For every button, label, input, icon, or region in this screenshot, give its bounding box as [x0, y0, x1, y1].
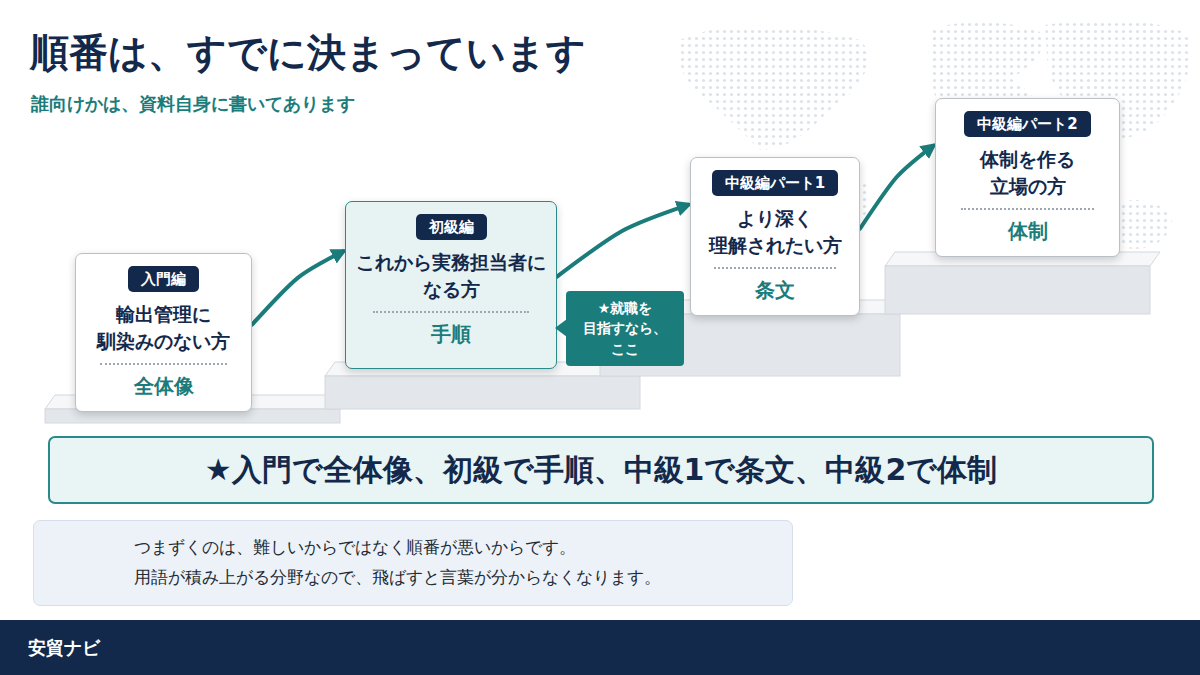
- node-text: ★入門で全体像、初級で手順、中級1で条文、中級2で体制: [205, 450, 998, 491]
- focus-keyword: 全体像: [134, 373, 194, 399]
- node-text: つまずくのは、難しいからではなく順番が悪いからです。: [134, 533, 792, 563]
- dotted-divider: [714, 267, 835, 269]
- audience-text: これから実務担当者に なる方: [356, 249, 546, 302]
- node-text: ★就職を 目指すなら、ここ: [574, 298, 676, 359]
- step-arrow: [557, 205, 688, 277]
- tip-box: つまずくのは、難しいからではなく順番が悪いからです。用語が積み上がる分野なので、…: [33, 520, 793, 606]
- callout-pointer: [555, 319, 567, 337]
- audience-text: より深く 理解されたい方: [701, 205, 849, 258]
- node-text: 初級編: [429, 217, 474, 237]
- audience-text: 輸出管理に 馴染みのない方: [86, 301, 241, 354]
- slide-subtitle: 誰向けかは、資料自身に書いてあります: [31, 92, 355, 116]
- level-tag: 中級編パート2: [964, 111, 1090, 137]
- world-map-dots: [678, 20, 1191, 275]
- step-arrow: [860, 146, 933, 229]
- node-text: 中級編パート2: [977, 114, 1077, 134]
- node-text: 安貿ナビ: [28, 636, 100, 660]
- level-tag: 入門編: [128, 266, 199, 292]
- node-text: 入門編: [141, 269, 186, 289]
- focus-keyword: 手順: [431, 321, 471, 347]
- level-card: 中級編パート2 体制を作る 立場の方体制: [935, 98, 1120, 257]
- level-card: 中級編パート1 より深く 理解されたい方条文: [690, 157, 860, 316]
- summary-banner: ★入門で全体像、初級で手順、中級1で条文、中級2で体制: [48, 436, 1154, 504]
- dotted-divider: [373, 311, 529, 313]
- callout-bubble: ★就職を 目指すなら、ここ: [566, 291, 684, 366]
- level-tag: 中級編パート1: [712, 170, 838, 196]
- node-text: 中級編パート1: [725, 173, 825, 193]
- footer-bar: 安貿ナビ: [0, 620, 1200, 675]
- level-tag: 初級編: [416, 214, 487, 240]
- level-card-highlight: 初級編これから実務担当者に なる方手順: [345, 201, 557, 369]
- focus-keyword: 体制: [1008, 218, 1048, 244]
- node-text: 用語が積み上がる分野なので、飛ばすと言葉が分からなくなります。: [134, 563, 792, 593]
- step-arrow: [252, 251, 343, 324]
- level-card: 入門編輸出管理に 馴染みのない方全体像: [75, 253, 252, 412]
- focus-keyword: 条文: [755, 277, 795, 303]
- audience-text: 体制を作る 立場の方: [946, 146, 1109, 199]
- staircase: [45, 252, 1160, 423]
- dotted-divider: [961, 208, 1095, 210]
- dotted-divider: [100, 363, 227, 365]
- slide-title: 順番は、すでに決まっています: [30, 26, 586, 80]
